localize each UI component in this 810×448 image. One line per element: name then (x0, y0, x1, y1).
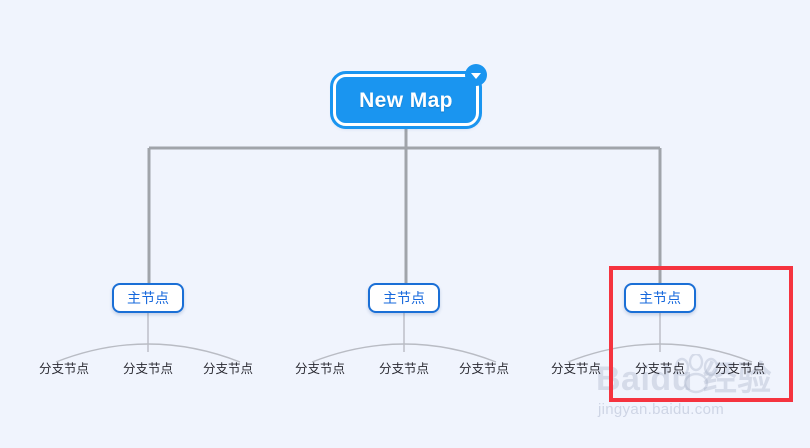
branch-node-2-3[interactable]: 分支节点 (458, 362, 510, 376)
root-node[interactable]: New Map (330, 71, 482, 129)
branch-node-2-1[interactable]: 分支节点 (294, 362, 346, 376)
branch-node-2-2[interactable]: 分支节点 (378, 362, 430, 376)
branch-node-3-1[interactable]: 分支节点 (550, 362, 602, 376)
selection-rectangle (609, 266, 793, 402)
main-node-2[interactable]: 主节点 (368, 283, 440, 313)
branch-node-3-2[interactable]: 分支节点 (634, 362, 686, 376)
chevron-down-glyph (471, 72, 481, 79)
main-node-label: 主节点 (127, 290, 169, 306)
branch-node-1-1[interactable]: 分支节点 (38, 362, 90, 376)
main-node-label: 主节点 (383, 290, 425, 306)
watermark-url: jingyan.baidu.com (598, 401, 725, 418)
chevron-down-icon[interactable] (465, 64, 487, 86)
main-node-1[interactable]: 主节点 (112, 283, 184, 313)
branch-node-1-2[interactable]: 分支节点 (122, 362, 174, 376)
main-node-3[interactable]: 主节点 (624, 283, 696, 313)
branch-node-1-3[interactable]: 分支节点 (202, 362, 254, 376)
branch-node-3-3[interactable]: 分支节点 (714, 362, 766, 376)
root-node-label: New Map (359, 88, 453, 112)
main-node-label: 主节点 (639, 290, 681, 306)
